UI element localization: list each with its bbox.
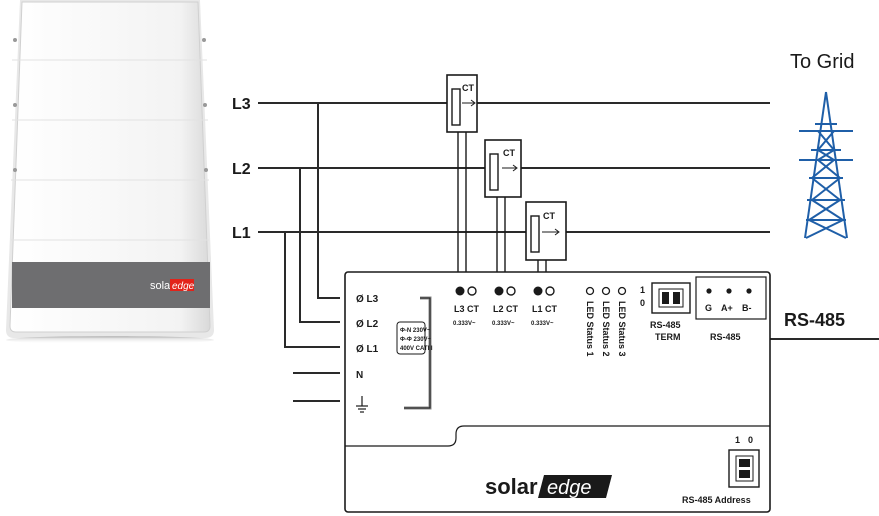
label-l2: L2 [232, 161, 251, 178]
inverter-brand-edge: edge [172, 281, 195, 292]
ct-port-l1: L1 CT 0.333V~ [531, 286, 558, 327]
term-label-2: TERM [655, 332, 681, 342]
meter-brand-badge [538, 475, 612, 498]
terminal-l1: Ø L1 [356, 344, 379, 355]
led-status-3: LED Status 3 [617, 301, 627, 357]
ct-port-l2: L2 CT 0.333V~ [492, 286, 519, 327]
address-switch-0: 0 [748, 435, 753, 445]
ct-port-rating-l2: 0.333V~ [492, 321, 515, 327]
rs485-terminal-g: G [705, 303, 712, 313]
ct-port-label-l3: L3 CT [454, 304, 480, 314]
grid-tower-icon [799, 91, 853, 239]
ct-sensor-l1: CT [525, 201, 567, 285]
rs485-terminal-block [695, 276, 767, 320]
rs485-terminal-a: A+ [721, 303, 733, 313]
ct-port-rating-l3: 0.333V~ [453, 321, 476, 327]
terminal-l2: Ø L2 [356, 319, 379, 330]
terminal-n: N [356, 370, 363, 381]
voltage-category: 400V CATIII [400, 346, 433, 352]
l3-drop [317, 103, 340, 299]
term-label-1: RS-485 [650, 320, 681, 330]
ct-label-l2: CT [503, 148, 515, 158]
term-switch-0: 0 [640, 298, 645, 308]
ct-label-l1: CT [543, 211, 555, 221]
led-status-1: LED Status 1 [585, 301, 595, 357]
led-1-indicator [585, 286, 595, 296]
l1-drop [284, 232, 340, 348]
label-l1: L1 [232, 225, 251, 242]
voltage-phase-phase: Φ-Φ 230V~ [400, 337, 432, 343]
meter-brand-edge: edge [547, 477, 592, 499]
rs485-bus-label: RS-485 [784, 310, 845, 330]
ground-icon [356, 396, 368, 413]
ct-port-l3: L3 CT 0.333V~ [453, 286, 480, 327]
inverter-brand-solar: solar [150, 280, 174, 292]
inverter-brand-edge-badge [170, 279, 194, 291]
ct-sensor-l3: CT [446, 74, 478, 285]
led-3-indicator [617, 286, 627, 296]
rs485-meter-label: RS-485 [710, 332, 741, 342]
inverter-unit: solar edge [6, 0, 214, 344]
label-l3: L3 [232, 96, 251, 113]
ct-sensor-l2: CT [484, 139, 522, 285]
terminal-l3: Ø L3 [356, 294, 379, 305]
l2-drop [299, 168, 340, 323]
ct-port-rating-l1: 0.333V~ [531, 321, 554, 327]
led-2-indicator [601, 286, 611, 296]
energy-meter: Ø L3 Ø L2 Ø L1 N Φ-N 230V~ Φ-Φ 230V~ 400… [344, 271, 771, 513]
to-grid-label: To Grid [790, 51, 854, 73]
ct-label-l3: CT [462, 83, 474, 93]
meter-brand-solar: solar [485, 474, 538, 499]
ct-port-label-l2: L2 CT [493, 304, 519, 314]
term-switch-1: 1 [640, 285, 645, 295]
ct-port-label-l1: L1 CT [532, 304, 558, 314]
address-label: RS-485 Address [682, 495, 751, 505]
voltage-phase-neutral: Φ-N 230V~ [400, 328, 431, 334]
address-switch-1: 1 [735, 435, 740, 445]
rs485-terminal-b: B- [742, 303, 752, 313]
led-status-2: LED Status 2 [601, 301, 611, 357]
